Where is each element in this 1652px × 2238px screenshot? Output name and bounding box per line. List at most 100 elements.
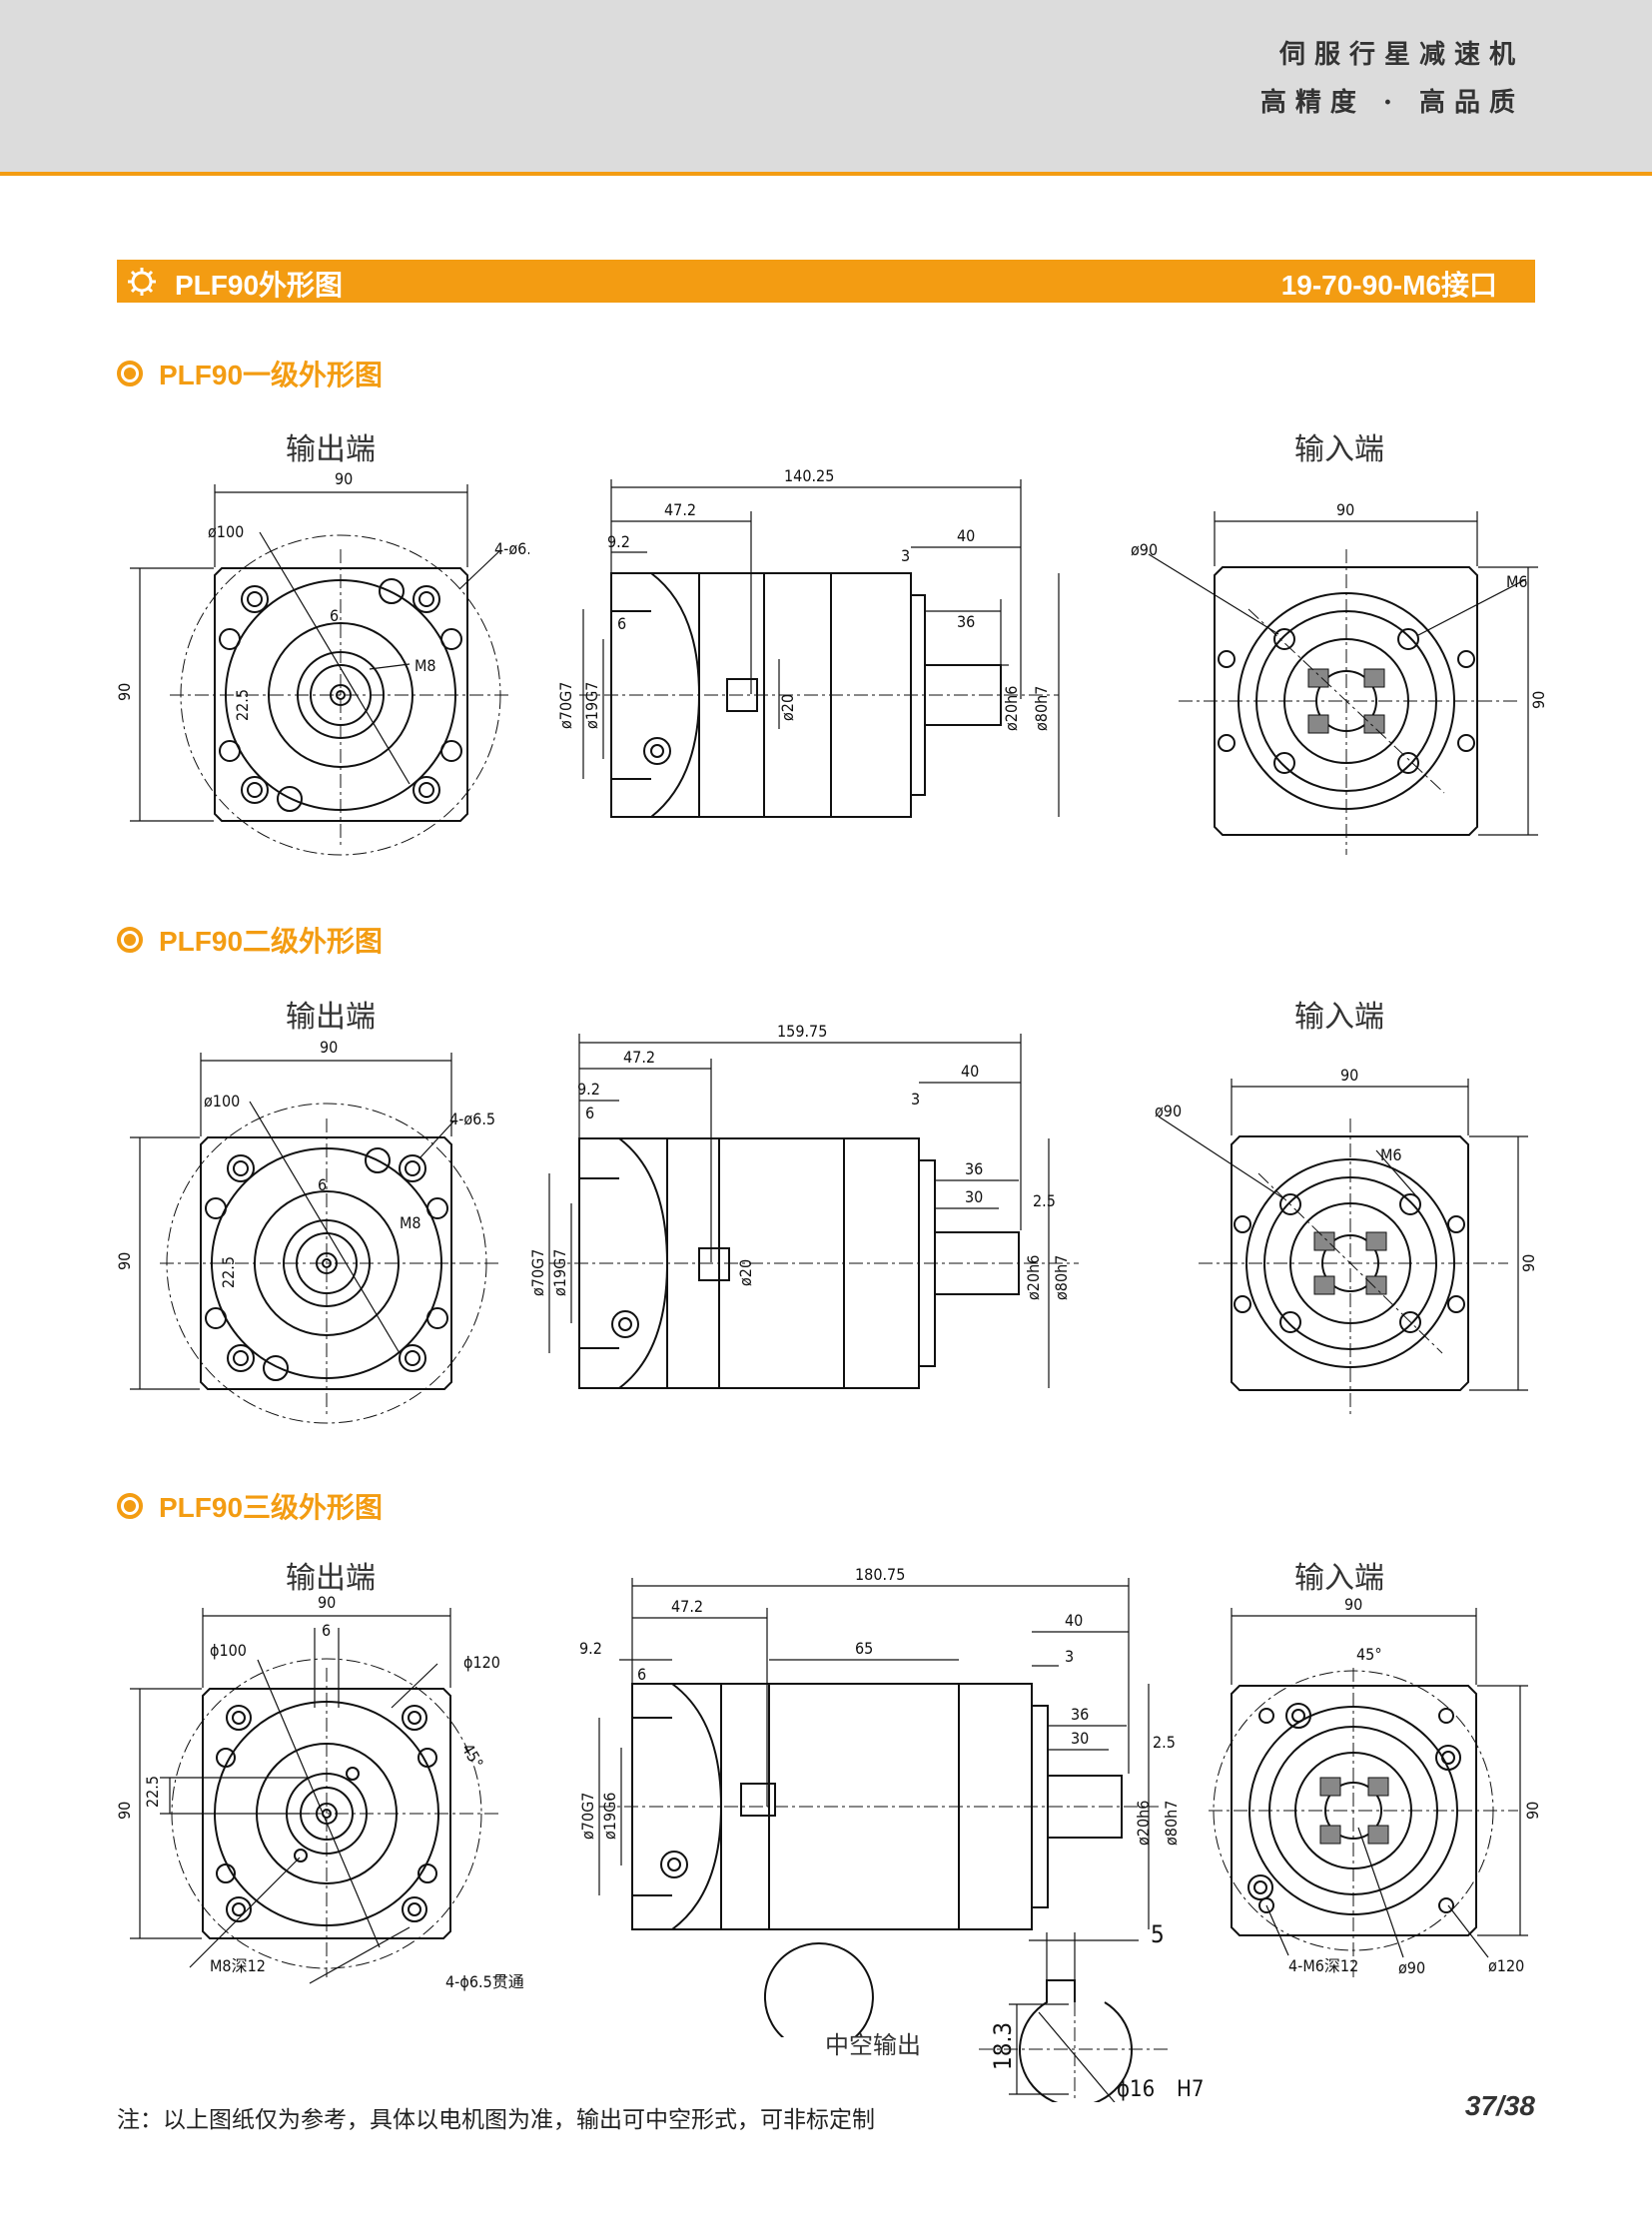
- hollow-output-label: 中空输出: [825, 2031, 921, 2059]
- s2-key: 6: [318, 1175, 327, 1194]
- footer-note: 注：以上图纸仅为参考，具体以电机图为准，输出可中空形式，可非标定制: [117, 2107, 875, 2133]
- s2-out-width: 90: [320, 1038, 338, 1057]
- s3-in-holes: 4-M6深12: [1288, 1956, 1358, 1975]
- s2-out-height: 90: [115, 1252, 134, 1270]
- s2-in-height: 90: [1519, 1254, 1538, 1272]
- s2-in-thread: M6: [1380, 1145, 1402, 1164]
- s2-spigot: ø70G7: [528, 1249, 547, 1296]
- gear-icon: [128, 268, 156, 296]
- s2-in-width: 90: [1340, 1066, 1358, 1085]
- s1-bore: ø20: [778, 694, 797, 721]
- title-left: PLF90外形图: [175, 270, 344, 301]
- s1-in-width: 90: [1336, 500, 1354, 519]
- slogan-line-1: 伺服行星减速机: [1278, 40, 1524, 70]
- s2-in-step: 3: [911, 1090, 920, 1109]
- s3-out-pcd2: ϕ120: [463, 1653, 500, 1672]
- section-3-input-label: 输入端: [1294, 1561, 1384, 1596]
- section-1-output-view: 90 90 ø100 4-ø6.5 6 M8 22.5: [115, 469, 529, 856]
- s3-key: 6: [322, 1621, 331, 1640]
- bullet-icon: [117, 927, 143, 953]
- s3-in-width: 90: [1344, 1595, 1362, 1614]
- section-1-side-view: 140.25 47.2 9.2 6 40 3 36 ø70G7 ø19G7 ø2…: [556, 466, 1060, 818]
- s2-in-shaft2: 30: [965, 1187, 983, 1206]
- s2-in-spigot: ø80h7: [1052, 1255, 1071, 1300]
- s3-out-height: 90: [115, 1802, 134, 1820]
- s3-key-w: 5: [1151, 1920, 1165, 1948]
- s3-total-len: 180.75: [855, 1565, 905, 1584]
- s3-thread: M8深12: [210, 1956, 266, 1975]
- section-2-title: PLF90二级外形图: [159, 926, 384, 957]
- s1-key: 6: [330, 606, 339, 625]
- section-2-input-label: 输入端: [1294, 1000, 1384, 1035]
- s2-flange-len: 47.2: [623, 1048, 655, 1067]
- s1-in-height: 90: [1529, 691, 1548, 709]
- s1-total-len: 140.25: [784, 466, 834, 485]
- s1-in-step: 3: [901, 546, 910, 565]
- s2-out-holes: 4-ø6.5: [449, 1110, 495, 1128]
- s3-in-gap: 2.5: [1153, 1733, 1176, 1752]
- title-bar: PLF90外形图 19-70-90-M6接口: [117, 260, 1535, 303]
- s3-hollow-d: ϕ16: [1117, 2077, 1155, 2102]
- section-2-heading: PLF90二级外形图: [117, 920, 383, 960]
- bullet-icon: [117, 361, 143, 386]
- s1-in-pcd: ø90: [1131, 540, 1158, 559]
- s3-angle: 45°: [458, 1741, 487, 1773]
- page-number: 37/38: [1464, 2090, 1535, 2121]
- s3-shaft-h: 22.5: [143, 1776, 162, 1808]
- section-1-input-label: 输入端: [1294, 432, 1384, 467]
- s3-shaft-d: ø19G6: [600, 1793, 619, 1840]
- s1-flange-thk: 9.2: [607, 532, 630, 551]
- s2-flange-thk: 9.2: [577, 1080, 600, 1099]
- s2-in-gap: 2.5: [1033, 1191, 1056, 1210]
- s3-in-bore: ø20h6: [1134, 1801, 1153, 1846]
- slogan-line-2: 高精度 · 高品质: [1259, 88, 1524, 118]
- s1-out-height: 90: [115, 683, 134, 701]
- section-1-input-view: 90 90 ø90 M6: [1131, 500, 1548, 855]
- s2-in-len: 40: [961, 1062, 979, 1081]
- section-3-output-view: 90 90 6 ϕ100 ϕ120 45° 22.5 M8深12 4-ϕ6.5贯…: [115, 1593, 524, 1991]
- section-2-input-view: 90 90 ø90 M6: [1155, 1066, 1538, 1418]
- s3-step: 6: [637, 1665, 646, 1684]
- s1-in-shaft: 36: [957, 612, 975, 631]
- s1-in-bore: ø20h6: [1002, 686, 1021, 731]
- section-2-output-label: 输出端: [286, 1000, 376, 1035]
- s3-flange-len: 47.2: [671, 1597, 703, 1616]
- s1-out-pcd: ø100: [208, 522, 244, 541]
- s1-out-holes: 4-ø6.5: [494, 539, 529, 558]
- hollow-output-detail: 5 18.3 ϕ16 H7: [979, 1920, 1204, 2102]
- s2-thread: M8: [400, 1213, 421, 1232]
- s1-out-width: 90: [335, 469, 353, 488]
- s1-spigot: ø70G7: [556, 682, 575, 729]
- s2-in-bore: ø20h6: [1024, 1255, 1043, 1300]
- s3-in-pcd2: ø120: [1488, 1956, 1524, 1975]
- s3-in-spigot: ø80h7: [1162, 1801, 1181, 1846]
- s2-total-len: 159.75: [777, 1022, 827, 1041]
- s3-in-height: 90: [1523, 1802, 1542, 1820]
- s2-in-shaft: 36: [965, 1159, 983, 1178]
- section-3-side-view: 180.75 47.2 9.2 6 65 40 3 36 30 2.5 ø70G…: [578, 1565, 1181, 2037]
- s3-body-len: 65: [855, 1639, 873, 1658]
- s1-in-thread: M6: [1506, 572, 1528, 591]
- s3-in-step: 3: [1065, 1647, 1074, 1666]
- section-3-title: PLF90三级外形图: [159, 1492, 384, 1523]
- s2-bore: ø20: [736, 1259, 755, 1286]
- section-2-side-view: 159.75 47.2 9.2 6 40 3 36 30 2.5 ø70G7 ø…: [528, 1022, 1079, 1389]
- s1-shaft-h: 22.5: [233, 689, 252, 721]
- s3-in-shaft: 36: [1071, 1705, 1089, 1724]
- s3-out-width: 90: [318, 1593, 336, 1612]
- s1-shaft-d: ø19G7: [582, 682, 601, 729]
- section-1-heading: PLF90一级外形图: [117, 354, 383, 393]
- section-1-title: PLF90一级外形图: [159, 360, 384, 390]
- page-header: [0, 0, 1652, 172]
- section-1-output-label: 输出端: [286, 432, 376, 467]
- s3-hollow-tol: H7: [1177, 2077, 1204, 2102]
- title-right: 19-70-90-M6接口: [1280, 270, 1497, 301]
- s3-in-len: 40: [1065, 1611, 1083, 1630]
- section-3-heading: PLF90三级外形图: [117, 1486, 383, 1526]
- s2-out-pcd: ø100: [204, 1092, 240, 1111]
- section-3-output-label: 输出端: [286, 1561, 376, 1596]
- bullet-icon: [117, 1493, 143, 1519]
- s1-thread: M8: [414, 656, 436, 675]
- s2-shaft-d: ø19G7: [550, 1249, 569, 1296]
- s1-in-spigot: ø80h7: [1032, 686, 1051, 731]
